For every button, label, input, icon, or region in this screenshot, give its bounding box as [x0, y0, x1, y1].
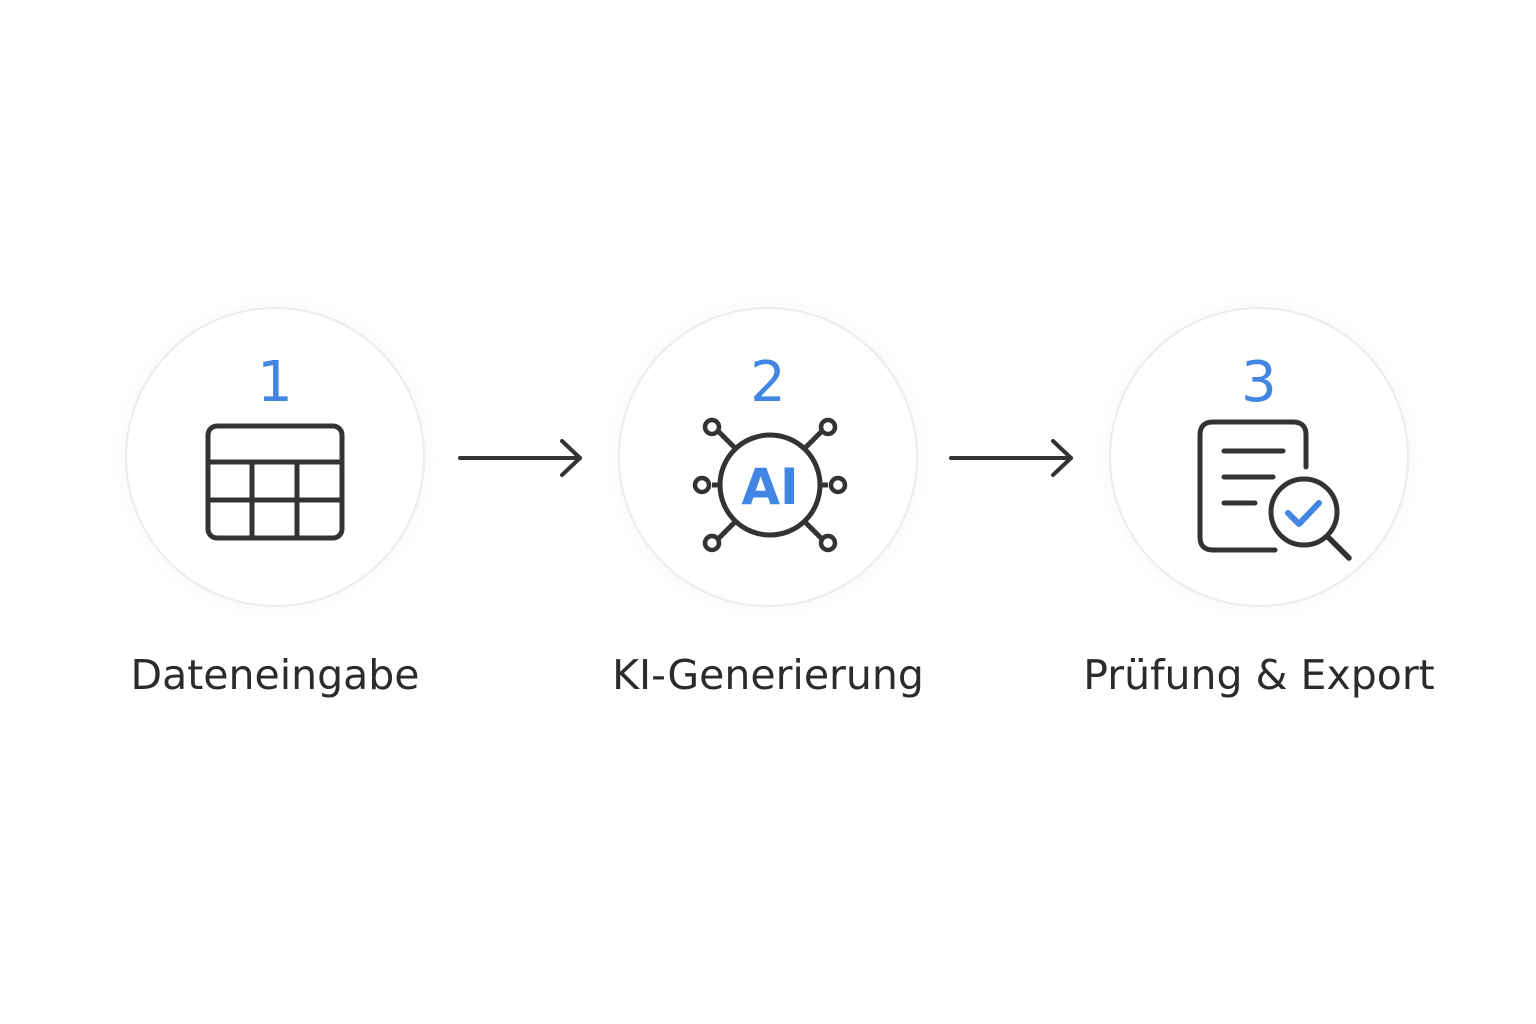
step-label: Prüfung & Export [1083, 651, 1435, 699]
step-circle [618, 307, 918, 607]
step-circle [125, 307, 425, 607]
step-label: Dateneingabe [130, 651, 420, 699]
ai-text: AI [741, 458, 798, 516]
arrow-right-icon [947, 438, 1077, 482]
table-grid-icon [205, 423, 345, 541]
step-number: 3 [1241, 350, 1277, 415]
arrow-right-icon [456, 438, 586, 482]
step-label: KI-Generierung [612, 651, 924, 699]
step-number: 2 [750, 350, 786, 415]
step-number: 1 [257, 350, 293, 415]
document-magnifier-check-icon [1197, 419, 1352, 561]
step-circle [1109, 307, 1409, 607]
ai-network-icon: AI [692, 417, 848, 553]
